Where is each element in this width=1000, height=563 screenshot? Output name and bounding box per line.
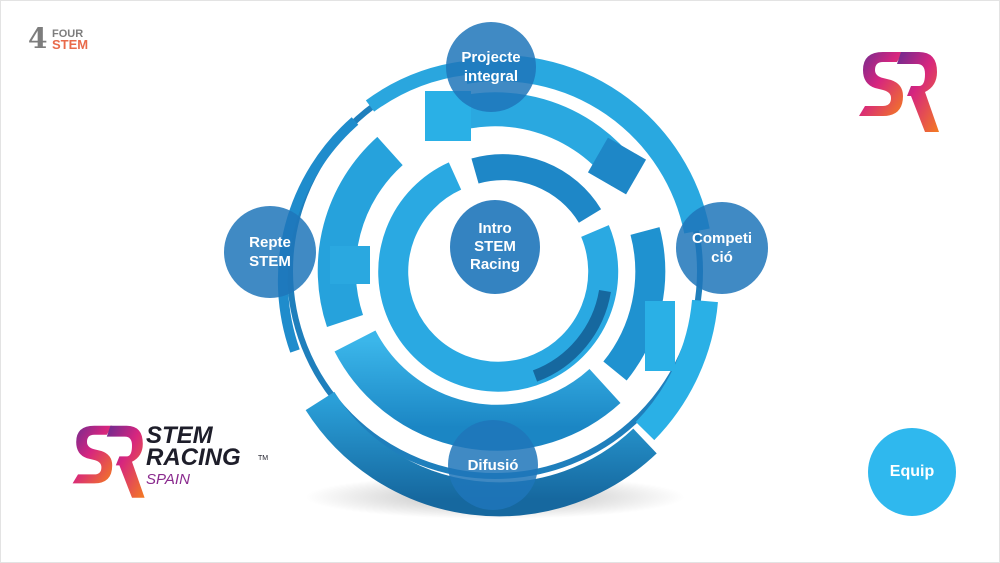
node-repte-line2: STEM	[249, 253, 291, 270]
node-intro-line1: Intro	[478, 220, 512, 237]
block-3	[587, 137, 647, 195]
stem-racing-wordmark: STEM RACING TM SPAIN	[146, 422, 286, 495]
block-1	[330, 246, 370, 284]
node-difusio[interactable]: Difusió	[448, 420, 538, 510]
middle-arc-bottom	[334, 330, 621, 451]
wordmark-spain: SPAIN	[146, 471, 190, 488]
node-competicio[interactable]: Competi ció	[676, 202, 768, 294]
wordmark-stem: STEM	[146, 422, 213, 449]
node-difusio-line1: Difusió	[467, 456, 519, 474]
node-intro-stem-racing[interactable]: Intro STEM Racing	[450, 200, 540, 294]
outer-arc-right	[635, 299, 718, 441]
node-repte-stem[interactable]: Repte STEM	[224, 206, 316, 298]
sr-logo-icon	[859, 52, 939, 132]
inner-arc-shade	[532, 289, 611, 382]
middle-arc-left	[317, 136, 403, 328]
four-stem-digit: 4	[28, 22, 48, 55]
sr-logo-small-icon	[72, 425, 145, 498]
four-stem-logo: 4 FOUR STEM	[28, 22, 138, 56]
four-stem-top-text: FOUR	[52, 28, 84, 40]
node-intro-line3: Racing	[469, 256, 520, 273]
middle-arc-right	[603, 227, 666, 381]
node-projecte-line2: integral	[463, 68, 519, 85]
wordmark-racing: RACING	[146, 444, 241, 471]
node-intro-line2: STEM	[474, 238, 516, 255]
node-repte-line1: Repte	[249, 234, 291, 251]
equip-button[interactable]: Equip	[868, 428, 956, 516]
equip-button-label: Equip	[889, 463, 935, 480]
node-competicio-line2: ció	[711, 249, 733, 266]
inner-arc-top	[471, 154, 602, 224]
node-competicio-line1: Competi	[692, 230, 752, 247]
wordmark-trademark: TM	[258, 455, 269, 462]
node-projecte-integral[interactable]: Projecte integral	[446, 22, 536, 112]
four-stem-bottom-text: STEM	[52, 37, 89, 52]
node-projecte-line1: Projecte	[461, 49, 521, 66]
block-4	[645, 301, 675, 371]
